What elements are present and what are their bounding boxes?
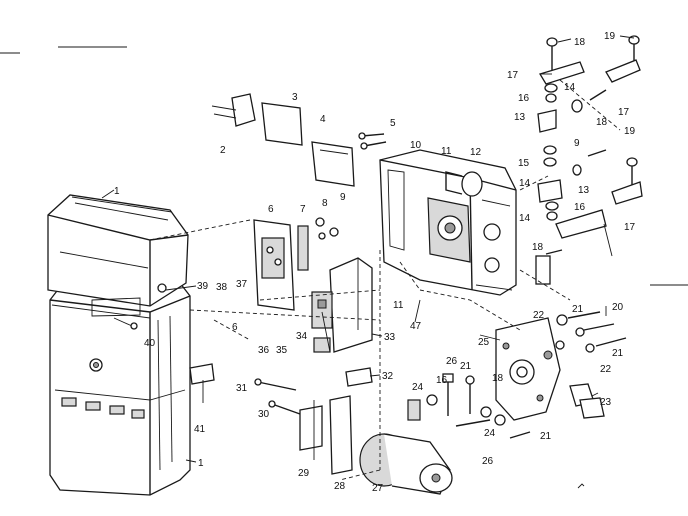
callout-19-right: 19 [624, 126, 636, 137]
electrical-box [311, 257, 373, 353]
callout-39: 39 [197, 281, 209, 292]
callout-38: 38 [216, 282, 228, 293]
bolts-24-26 [426, 373, 531, 439]
callout-21-b: 21 [612, 348, 624, 359]
callout-16-mid: 16 [574, 202, 586, 213]
callout-3: 3 [292, 92, 298, 103]
callout-32: 32 [382, 371, 394, 382]
plate-41 [130, 283, 215, 385]
callout-25: 25 [478, 337, 490, 348]
callout-27: 27 [372, 483, 384, 494]
callout-5: 5 [390, 118, 396, 129]
cover-plates [211, 93, 355, 187]
callout-40: 40 [144, 338, 156, 349]
callout-12: 12 [470, 147, 482, 158]
callout-18-low: 18 [532, 242, 544, 253]
callout-36: 36 [258, 345, 270, 356]
callout-pointers [101, 35, 635, 463]
screws-30-31 [254, 378, 301, 415]
leader-lines [149, 79, 621, 481]
callout-14-mid: 14 [519, 178, 531, 189]
scan-marks [0, 46, 688, 489]
callout-17-top: 17 [507, 70, 519, 81]
callout-24-a: 24 [484, 428, 496, 439]
motor-27 [359, 399, 453, 495]
callout-18-top: 18 [574, 37, 586, 48]
callout-37: 37 [236, 279, 248, 290]
callout-35: 35 [276, 345, 288, 356]
callout-11-top: 11 [441, 146, 452, 157]
callout-13-top: 13 [514, 112, 526, 123]
callout-1-top: 1 [114, 186, 120, 197]
callout-19-top: 19 [604, 31, 616, 42]
callout-1-bottom: 1 [198, 458, 204, 469]
callout-33: 33 [384, 332, 396, 343]
callout-22-b: 22 [600, 364, 612, 375]
callout-14-top: 14 [564, 82, 576, 93]
callout-15: 15 [518, 158, 530, 169]
callout-41: 41 [194, 424, 206, 435]
callout-29: 29 [298, 468, 310, 479]
callout-6-top: 6 [268, 204, 274, 215]
callouts: 1 1 2 3 4 5 6 6 7 8 9 9 10 11 11 12 13 1… [114, 31, 636, 494]
callout-21-d: 21 [540, 431, 552, 442]
main-frame [379, 149, 517, 296]
callout-11-bottom: 11 [393, 300, 404, 311]
lower-housing [49, 282, 191, 496]
brackets-lower [299, 367, 373, 475]
callout-17-low: 17 [624, 222, 636, 233]
callout-4: 4 [320, 114, 326, 125]
callout-21-c: 21 [460, 361, 472, 372]
callout-47: 47 [410, 321, 422, 332]
screws-5 [358, 132, 387, 150]
upper-right-hardware [535, 35, 643, 285]
callout-6-bottom: 6 [232, 322, 238, 333]
callout-26-b: 26 [482, 456, 494, 467]
callout-7: 7 [300, 204, 306, 215]
callout-34: 34 [296, 331, 308, 342]
mount-plate-25 [495, 317, 561, 421]
callout-24-b: 24 [412, 382, 424, 393]
callout-23: 23 [600, 397, 612, 408]
callout-9-top: 9 [574, 138, 580, 149]
callout-21-a: 21 [572, 304, 584, 315]
callout-31: 31 [236, 383, 248, 394]
capacitor-12 [445, 171, 483, 197]
callout-14-low: 14 [519, 213, 531, 224]
callout-18-plate: 18 [492, 373, 504, 384]
callout-16-top: 16 [518, 93, 530, 104]
callout-10: 10 [410, 140, 422, 151]
callout-16-bottom: 16 [436, 375, 448, 386]
callout-2: 2 [220, 145, 226, 156]
callout-13-bottom: 13 [578, 185, 590, 196]
callout-26-a: 26 [446, 356, 458, 367]
callout-9-left: 9 [340, 192, 346, 203]
callout-20: 20 [612, 302, 624, 313]
callout-28: 28 [334, 481, 346, 492]
studs-washers [555, 311, 627, 419]
callout-30: 30 [258, 409, 270, 420]
callout-22-a: 22 [533, 310, 545, 321]
callout-18-right: 18 [596, 117, 608, 128]
control-panel [253, 217, 339, 311]
callout-8: 8 [322, 198, 328, 209]
callout-17-right: 17 [618, 107, 630, 118]
